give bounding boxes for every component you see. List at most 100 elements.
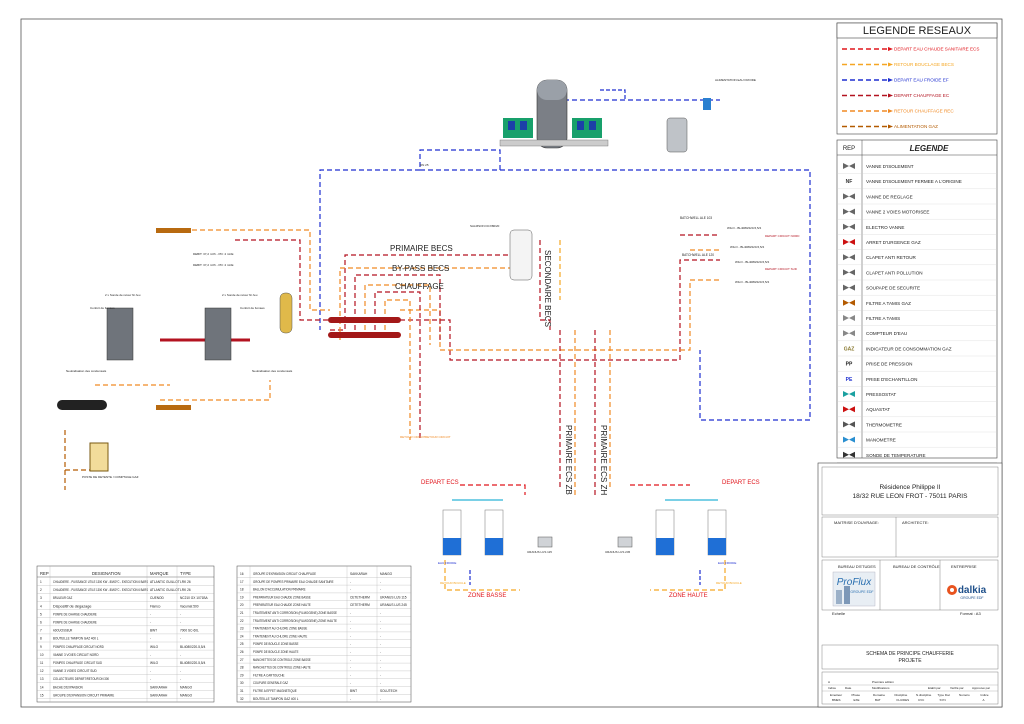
pump-group-left (503, 118, 533, 138)
table-cell: CHAUDIERE - PUISSANCE UTILE 1300 KW - 80… (53, 580, 148, 584)
table-cell: 5 (40, 612, 42, 616)
table-cell: 9 (40, 645, 42, 649)
table-cell: WILO (150, 661, 159, 665)
table-cell: - (180, 669, 181, 673)
aquastat-icon (843, 406, 855, 413)
label-zone-basse: ZONE BASSE (468, 593, 506, 599)
heating-return-1 (160, 229, 330, 311)
revision-cell: A (828, 680, 830, 684)
label-depart-sud: DEPART CIRCUIT SUD (765, 267, 798, 271)
table-cell: URANUS LUS 115 (380, 595, 407, 599)
table-cell: TRAITEMENT ANTI CORROSION (FILMOGENE) ZO… (253, 611, 337, 615)
table-cell: TRAITEMENT ANTI CORROSION (FILMOGENE) ZO… (253, 619, 337, 623)
symbol-legend-label: ARRET D'URGENCE GAZ (866, 240, 921, 245)
table-cell: 27 (240, 658, 244, 662)
table-cell: COUPURE GENERALE GAZ (253, 681, 288, 685)
table-cell: CUENOD (150, 596, 165, 600)
table-cell: FILTRE A EFFET MAGNETIQUE (253, 689, 297, 693)
table-cell: Vacumat 500 (180, 604, 199, 608)
label-uranus-lus245: URANUS LUS 245 (605, 550, 631, 554)
table-cell: - (350, 588, 351, 592)
code-value: A (983, 698, 985, 702)
table-cell: - (380, 650, 381, 654)
table-cell: MANGO (180, 693, 193, 697)
label-wilo-2: WILO - BL4080/220-5,5/4 (730, 245, 765, 249)
symbol-legend-label: VANNE DE REGLAGE (866, 194, 913, 199)
table-cell: 7 (40, 629, 42, 633)
table-cell: - (350, 673, 351, 677)
revision-header: Date (845, 686, 852, 690)
gas-buffer-bottle (57, 400, 107, 410)
code-header: Phase (852, 693, 861, 697)
table-cell: 23 (240, 627, 244, 631)
table-cell: - (380, 673, 381, 677)
preparer-zh-1 (656, 538, 674, 555)
table-cell: VANNE 3 VOIES CIRCUIT SUD (53, 669, 97, 673)
table-cell: BOUTEILLE TAMPON GAZ 400 L (253, 697, 299, 701)
table-cell: LRK 26 (180, 588, 191, 592)
label-bypass-becs: BY-PASS BECS (392, 264, 449, 273)
symbol-legend-label: INDICATEUR DE CONSOMMATION GAZ (866, 346, 952, 351)
code-header: Discipline (895, 693, 908, 697)
strainer-icon (843, 315, 855, 321)
table-cell: 16 (240, 572, 244, 576)
table-cell: 15 (40, 693, 44, 697)
table-cell: - (350, 627, 351, 631)
table-cell: 30 (240, 681, 244, 685)
table-cell: - (350, 619, 351, 623)
table-cell: 17 (240, 580, 244, 584)
table-cell: - (180, 612, 181, 616)
label-debit-2: DEBIT: 37,2 m³/h - PD: 4 mCE (193, 263, 234, 267)
network-legend: LEGENDE RESEAUX DEPART EAU CHAUDE SANITA… (836, 22, 998, 135)
water-meter-icon (843, 330, 855, 337)
table-cell: 28 (240, 666, 244, 670)
table-cell: LRK 26 (180, 580, 191, 584)
network-legend-label: RETOUR CHAUFFAGE REC (894, 109, 954, 114)
preparer-zb-1 (443, 538, 461, 555)
symbol-legend-title: LEGENDE (910, 144, 949, 153)
cold-water-branch (319, 169, 420, 330)
table-cell: POMPE DE BOUCLE ZONE HAUTE (253, 650, 299, 654)
revision-cell: Première édition (872, 680, 894, 684)
table-cell: 22 (240, 619, 244, 623)
echelle-label: Echelle (832, 611, 846, 616)
motorized-valve-icon (843, 208, 855, 215)
label-depart-ecs-left: DEPART ECS (421, 480, 459, 486)
label-eau-froide-right: EAU FROIDE (718, 561, 736, 565)
pressure-gauge-icon (843, 436, 855, 443)
table-cell: BWT (350, 689, 357, 693)
table-cell: URANUS LUS 245 (380, 603, 407, 607)
table-cell: CETETHERM (350, 595, 370, 599)
heating-supply-1 (235, 239, 330, 321)
temperature-sensor-icon (843, 451, 855, 458)
label-neutralisation-2: Neutralisation des condensats (252, 369, 293, 373)
table-cell: - (380, 681, 381, 685)
symbol-legend-label: VANNE D'ISOLEMENT FERMEE A L'ORIGINE (866, 179, 962, 184)
table-cell: BALLON D'ACCUMULATION PRIMAIRE (253, 588, 306, 592)
symbol-legend-label: PRISE D'ECHANTILLON (866, 377, 917, 382)
table-cell: COLLECTEURS DEPART/RETOUR DN 300 (53, 677, 109, 681)
preparer-zh-2 (708, 538, 726, 555)
gas-strainer-icon (843, 299, 855, 306)
boiler-1 (106, 307, 134, 361)
dalkia-logo: dalkia GROUPE EDF (947, 585, 987, 600)
symbol-legend-label: MANOMETRE (866, 438, 896, 443)
table-cell: - (150, 637, 151, 641)
table-cell: GROUPE DE POMPES PRIMAIRE EAU CHAUDE SAN… (253, 580, 334, 584)
table-header: REP (40, 571, 49, 576)
label-chauffage: CHAUFFAGE (395, 282, 444, 291)
format-label: Format : A3 (960, 611, 981, 616)
label-secondaire-becs: SECONDAIRE BECS (543, 250, 552, 327)
label-batchwell-2: BATCHWELL ALE 120 (682, 253, 714, 257)
label-neutralisation-1: Neutralisation des condensats (66, 369, 107, 373)
label-debit-1: DEBIT: 37,2 m³/h - PD: 4 mCE (193, 252, 234, 256)
label-boiler-note-2: 2 x Sonde de retour fin feu (222, 293, 258, 297)
thermometer-icon (843, 421, 855, 428)
table-cell: SAKKARAH (150, 685, 168, 689)
label-zone-haute: ZONE HAUTE (669, 593, 708, 599)
collector-return (328, 332, 401, 338)
table-cell: WILO (150, 645, 159, 649)
label-depart-ecs-right: DEPART ECS (722, 480, 760, 486)
